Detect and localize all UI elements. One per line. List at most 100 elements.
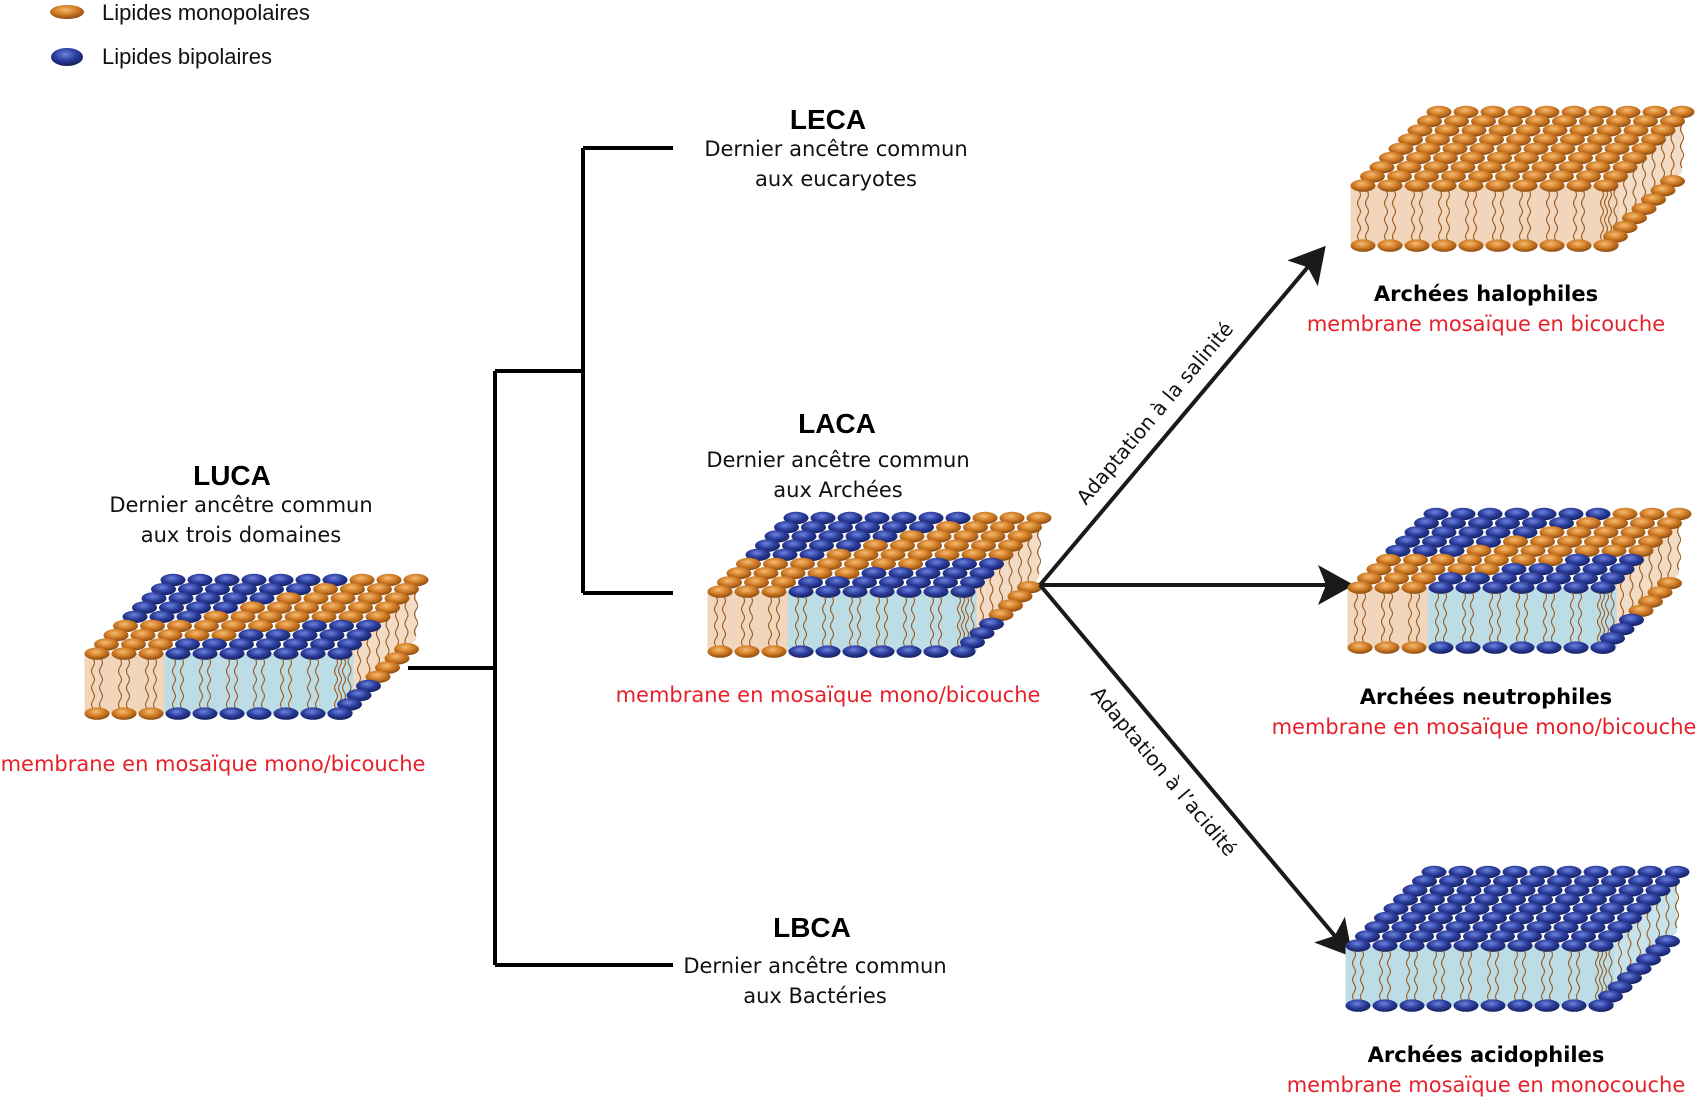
bipolar-lipid-head (1607, 981, 1633, 994)
bipolar-lipid-head (1528, 563, 1554, 576)
bipolar-lipid-head (979, 557, 1004, 571)
lipid-tail (333, 658, 339, 709)
bipolar-lipid-head (1422, 535, 1447, 548)
membrane-front-face (1425, 945, 1453, 1006)
bipolar-lipid-head (1382, 930, 1407, 943)
monopolar-lipid-head (1514, 151, 1539, 165)
monopolar-lipid-head (1657, 517, 1682, 530)
monopolar-lipid-head (1393, 563, 1419, 576)
monopolar-lipid-head (313, 583, 338, 596)
monopolar-lipid-head (1552, 115, 1577, 128)
bipolar-lipid-head (1463, 930, 1488, 943)
monopolar-lipid-head (1557, 535, 1582, 548)
monopolar-lipid-head (1622, 211, 1647, 225)
lipid-tail (287, 658, 293, 709)
membrane-front-face (1452, 945, 1480, 1006)
bipolar-lipid-head (246, 707, 272, 720)
bipolar-lipid-head (798, 576, 823, 589)
bipolar-lipid-head (869, 585, 895, 598)
monopolar-lipid-head (1561, 105, 1587, 119)
bipolar-lipid-head (160, 573, 186, 587)
bipolar-lipid-head (1645, 944, 1671, 957)
bipolar-lipid-head (213, 601, 238, 614)
monopolar-lipid-head (84, 707, 110, 720)
lipid-tail (252, 658, 258, 709)
monopolar-lipid-head (1404, 239, 1430, 252)
bipolar-lipid-head (1383, 902, 1409, 915)
legend-bi-lipid-icon (51, 48, 83, 66)
membrane-front-face (1508, 587, 1536, 648)
bipolar-lipid-head (273, 647, 299, 660)
monopolar-lipid-head (736, 557, 761, 571)
monopolar-lipid-head (348, 601, 373, 614)
bipolar-lipid-head (1491, 902, 1517, 915)
lipid-tail (98, 658, 104, 709)
lipid-tail (314, 658, 320, 709)
lipid-tail (956, 596, 962, 647)
monopolar-lipid-head (394, 583, 419, 596)
membrane-front-face (787, 591, 815, 652)
bipolar-lipid-head (1399, 999, 1425, 1012)
monopolar-lipid-head (1403, 553, 1428, 567)
monopolar-lipid-head (1026, 511, 1052, 525)
bipolar-lipid-head (906, 576, 931, 589)
monopolar-lipid-head (1604, 142, 1630, 155)
bipolar-lipid-head (1474, 893, 1499, 906)
monopolar-lipid-head (971, 539, 996, 552)
lipid-tail (1359, 950, 1365, 1001)
monopolar-lipid-head (1539, 179, 1565, 192)
bipolar-lipid-head (1563, 581, 1589, 594)
lipid-tail (1361, 592, 1367, 643)
bipolar-lipid-head (1499, 921, 1525, 934)
monopolar-lipid-head (111, 647, 137, 660)
bipolar-lipid-head (1453, 939, 1479, 952)
lipid-tail (775, 596, 781, 647)
bipolar-lipid-head (1426, 939, 1452, 952)
bipolar-lipid-head (1528, 893, 1553, 906)
leca-desc-line1: Dernier ancêtre commun (704, 137, 967, 161)
lipid-tail (1415, 592, 1421, 643)
monopolar-lipid-head (1447, 563, 1473, 576)
bipolar-lipid-head (356, 679, 381, 693)
monopolar-lipid-head (394, 643, 419, 656)
lipid-tail (1469, 592, 1475, 643)
monopolar-lipid-head (934, 548, 960, 561)
bipolar-lipid-head (1590, 911, 1615, 925)
bipolar-lipid-head (141, 592, 167, 605)
membrane-front-face (1350, 185, 1378, 246)
bipolar-lipid-head (1655, 875, 1680, 888)
lbca-title: LBCA (773, 912, 851, 943)
bipolar-lipid-head (1509, 911, 1534, 925)
monopolar-lipid-head (1452, 133, 1477, 146)
lipid-tail (1391, 190, 1397, 241)
monopolar-lipid-head (1369, 161, 1395, 174)
monopolar-lipid-head (1379, 151, 1404, 165)
monopolar-lipid-head (1007, 530, 1033, 543)
bipolar-lipid-head (1466, 875, 1491, 888)
monopolar-lipid-head (1498, 115, 1523, 128)
monopolar-lipid-head (990, 521, 1015, 534)
neutrophiles-name: Archées neutrophiles (1360, 685, 1612, 709)
lipid-tail (767, 596, 773, 647)
monopolar-lipid-head (1603, 230, 1628, 243)
monopolar-lipid-head (1453, 105, 1479, 119)
monopolar-lipid-head (1566, 179, 1592, 192)
bipolar-lipid-head (942, 567, 968, 580)
monopolar-lipid-head (1484, 553, 1509, 567)
lipid-tail (1523, 592, 1529, 643)
monopolar-lipid-head (1468, 170, 1493, 183)
monopolar-lipid-head (1404, 179, 1430, 192)
monopolar-lipid-head (944, 539, 969, 552)
monopolar-lipid-head (1387, 170, 1412, 183)
lipid-tail (1445, 190, 1451, 241)
membrane-front-face (164, 653, 192, 714)
bipolar-lipid-head (896, 645, 922, 658)
archaea-halophiles: Archées halophiles membrane mosaïque en … (1307, 105, 1695, 336)
bipolar-lipid-head (1385, 544, 1411, 557)
bipolar-lipid-head (855, 521, 880, 534)
monopolar-lipid-head (998, 599, 1023, 612)
bipolar-lipid-head (1558, 507, 1584, 521)
monopolar-lipid-head (130, 629, 156, 642)
bipolar-lipid-head (782, 539, 807, 552)
monopolar-lipid-head (1360, 170, 1385, 183)
